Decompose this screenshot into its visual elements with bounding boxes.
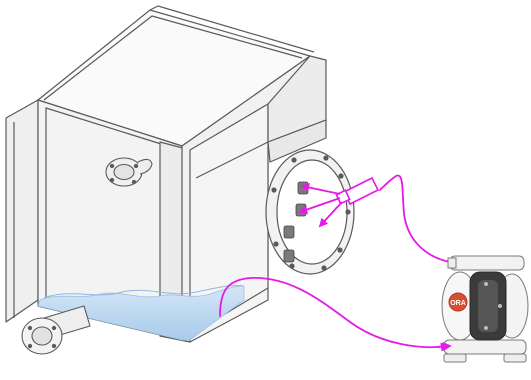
pump-top-manifold	[450, 256, 524, 270]
tank-top-rim-2	[150, 6, 158, 10]
nozzle-3	[284, 226, 294, 238]
pump-outlet-stub	[448, 258, 456, 268]
pump-center-highlight	[478, 280, 498, 332]
manway-flange	[266, 150, 354, 274]
pump-bottom-manifold	[444, 340, 526, 354]
tank-left-cap	[6, 100, 38, 322]
suction-arrow-tip	[436, 346, 450, 347]
nozzle-4	[284, 250, 294, 262]
diaphragm-pump: ORA	[442, 256, 528, 362]
pump-foot-left	[444, 354, 466, 362]
pump-foot-right	[504, 354, 526, 362]
drain-flange	[22, 306, 90, 354]
nozzle-1	[298, 182, 308, 194]
pump-logo-text: ORA	[450, 300, 466, 307]
discharge-line	[380, 175, 450, 262]
